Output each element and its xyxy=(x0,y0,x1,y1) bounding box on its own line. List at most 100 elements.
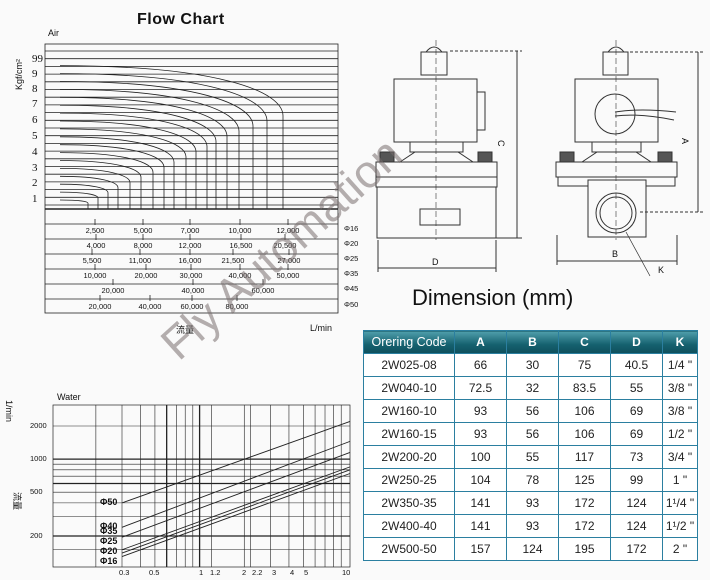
pressure-curve xyxy=(59,160,142,209)
dimension-cell: 56 xyxy=(506,399,559,423)
water-series-label: Φ50 xyxy=(100,496,118,507)
flow-value: 12,000 xyxy=(276,226,300,235)
air-y-tick: 5 xyxy=(32,130,38,142)
dimension-cell: 124 xyxy=(610,491,663,515)
dimension-cell: 83.5 xyxy=(558,376,611,400)
dimension-cell: 172 xyxy=(558,514,611,538)
dim-label-b: B xyxy=(612,249,619,259)
air-y-tick: 3 xyxy=(32,162,38,174)
pressure-curve xyxy=(59,65,284,209)
dimension-cell: 117 xyxy=(558,445,611,469)
dimension-cell: 93 xyxy=(506,514,559,538)
dimension-cell: 73 xyxy=(610,445,663,469)
dimension-cell: 100 xyxy=(454,445,507,469)
dimension-cell: 93 xyxy=(454,422,507,446)
water-x-tick: 5 xyxy=(304,568,309,577)
water-y-tick: 500 xyxy=(30,487,43,497)
flow-value: 16,000 xyxy=(178,256,202,265)
water-series-line xyxy=(121,466,351,551)
flow-value: 12,000 xyxy=(178,241,202,250)
coil-connector xyxy=(594,93,636,135)
dimension-cell: 106 xyxy=(558,422,611,446)
water-x-tick: 2 xyxy=(242,568,247,577)
column-header: D xyxy=(610,330,663,354)
ordering-code-cell: 2W350-35 xyxy=(363,491,455,515)
air-y-tick: 2 xyxy=(32,177,38,189)
ordering-code-cell: 2W500-50 xyxy=(363,537,455,561)
dimension-cell: 72.5 xyxy=(454,376,507,400)
water-series-line xyxy=(121,440,351,528)
water-y-tick: 1000 xyxy=(30,454,47,464)
dimension-cell: 141 xyxy=(454,491,507,515)
water-series-line xyxy=(121,452,351,538)
water-x-tick: 0.3 xyxy=(119,568,130,577)
flow-row-size: Φ35 xyxy=(344,269,359,278)
pressure-curve xyxy=(59,120,197,209)
pressure-curve xyxy=(59,168,131,209)
water-series-label: Φ16 xyxy=(100,556,118,566)
flow-value: 40,000 xyxy=(181,286,205,295)
water-y-label-cn: 流量 xyxy=(12,492,22,511)
dimension-cell: 69 xyxy=(610,399,663,423)
dimension-cell: 124 xyxy=(610,514,663,538)
pressure-curve xyxy=(59,104,217,209)
dimension-title: Dimension (mm) xyxy=(412,285,574,310)
water-series-line xyxy=(121,421,351,504)
coil-terminal xyxy=(476,91,486,131)
air-y-tick: 9 xyxy=(32,68,38,80)
dimension-cell: 66 xyxy=(454,353,507,377)
pressure-curve xyxy=(59,81,254,209)
dimension-cell: 99 xyxy=(610,468,663,492)
flow-chart-title: Flow Chart xyxy=(137,11,225,28)
flow-row-size: Φ20 xyxy=(344,239,359,248)
column-header: C xyxy=(558,330,611,354)
dimension-cell: 3/4 " xyxy=(662,445,698,469)
dimension-cell: 32 xyxy=(506,376,559,400)
dimension-cell: 141 xyxy=(454,514,507,538)
nut xyxy=(420,51,448,76)
dimension-cell: 125 xyxy=(558,468,611,492)
dimension-cell: 104 xyxy=(454,468,507,492)
dimension-cell: 172 xyxy=(558,491,611,515)
pressure-curve xyxy=(59,128,187,209)
water-x-tick: 3 xyxy=(272,568,277,577)
water-series-label: Φ40 xyxy=(100,521,118,532)
water-x-tick: 2.2 xyxy=(252,568,263,577)
water-x-tick: 4 xyxy=(290,568,295,577)
air-y-tick: 4 xyxy=(32,146,38,158)
dimension-cell: 75 xyxy=(558,353,611,377)
water-x-tick: 0.5 xyxy=(149,568,160,577)
water-x-tick: 1.2 xyxy=(210,568,221,577)
pressure-curve xyxy=(59,144,165,209)
column-header: Orering Code xyxy=(363,330,455,354)
water-series-line xyxy=(121,469,351,554)
water-x-tick: 10 xyxy=(342,568,351,577)
pressure-curve xyxy=(59,152,154,209)
ordering-code-cell: 2W160-15 xyxy=(363,422,455,446)
column-header: B xyxy=(506,330,559,354)
flow-value: 16,500 xyxy=(229,241,253,250)
flow-value: 40,000 xyxy=(228,271,252,280)
flow-value: 50,000 xyxy=(276,271,300,280)
pressure-curve xyxy=(59,96,228,209)
dimension-cell: 3/8 " xyxy=(662,376,698,400)
dimension-cell: 2 " xyxy=(662,537,698,561)
column-header: K xyxy=(662,330,698,354)
dimension-cell: 1¹/2 " xyxy=(662,514,698,538)
dim-label-k: K xyxy=(658,265,665,275)
dimension-cell: 1/4 " xyxy=(662,353,698,377)
pressure-curve xyxy=(59,136,175,209)
pressure-curve xyxy=(59,89,240,209)
dimension-cell: 93 xyxy=(506,491,559,515)
dimension-cell: 55 xyxy=(610,376,663,400)
dimension-cell: 1 " xyxy=(662,468,698,492)
flow-value: 20,000 xyxy=(101,286,125,295)
ordering-code-cell: 2W160-10 xyxy=(363,399,455,423)
